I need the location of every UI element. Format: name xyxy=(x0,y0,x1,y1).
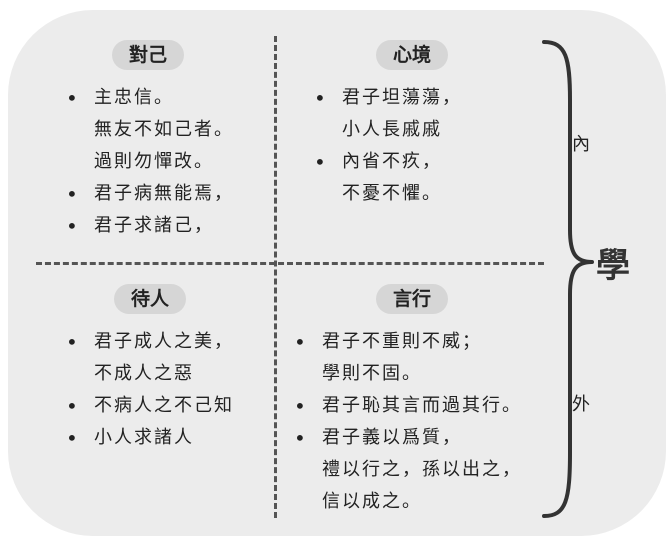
item-line: 禮以行之，孫以出之， xyxy=(322,459,522,480)
list-item: 不病人之不己知 xyxy=(66,390,234,422)
item-line: 主忠信。 xyxy=(94,87,174,108)
quadrant-list-mind: 君子坦蕩蕩， 小人長戚戚 內省不疚， 不憂不懼。 xyxy=(314,82,462,210)
item-line: 君子不重則不威； xyxy=(322,331,482,352)
quadrant-title-mind: 心境 xyxy=(376,40,448,70)
item-line: 內省不疚， xyxy=(342,151,442,172)
quadrant-title-others: 待人 xyxy=(114,284,186,314)
item-line: 君子義以爲質， xyxy=(322,427,462,448)
list-item: 小人求諸人 xyxy=(66,422,234,454)
item-line: 小人長戚戚 xyxy=(342,119,442,140)
list-item: 君子義以爲質， 禮以行之，孫以出之， 信以成之。 xyxy=(294,422,522,518)
item-line: 信以成之。 xyxy=(322,491,422,512)
item-line: 過則勿憚改。 xyxy=(94,151,214,172)
quadrant-title-conduct: 言行 xyxy=(376,284,448,314)
item-line: 學則不固。 xyxy=(322,363,422,384)
item-line: 君子求諸己， xyxy=(94,215,214,236)
vertical-divider xyxy=(274,36,277,518)
curly-brace xyxy=(542,40,594,518)
list-item: 主忠信。 無友不如己者。 過則勿憚改。 xyxy=(66,82,234,178)
item-line: 君子病無能焉， xyxy=(94,183,234,204)
quadrant-list-others: 君子成人之美， 不成人之惡 不病人之不己知 小人求諸人 xyxy=(66,326,234,454)
quadrant-list-conduct: 君子不重則不威； 學則不固。 君子恥其言而過其行。 君子義以爲質， 禮以行之，孫… xyxy=(294,326,522,518)
inner-label: 內 xyxy=(572,134,590,155)
list-item: 君子成人之美， 不成人之惡 xyxy=(66,326,234,390)
item-line: 不成人之惡 xyxy=(94,363,194,384)
list-item: 君子恥其言而過其行。 xyxy=(294,390,522,422)
item-line: 君子坦蕩蕩， xyxy=(342,87,462,108)
horizontal-divider xyxy=(36,262,544,265)
item-line: 小人求諸人 xyxy=(94,427,194,448)
list-item: 君子病無能焉， xyxy=(66,178,234,210)
item-line: 君子成人之美， xyxy=(94,331,234,352)
item-line: 無友不如己者。 xyxy=(94,119,234,140)
outer-label: 外 xyxy=(572,394,590,415)
list-item: 君子不重則不威； 學則不固。 xyxy=(294,326,522,390)
list-item: 君子坦蕩蕩， 小人長戚戚 xyxy=(314,82,462,146)
list-item: 內省不疚， 不憂不懼。 xyxy=(314,146,462,210)
item-line: 不病人之不己知 xyxy=(94,395,234,416)
item-line: 不憂不懼。 xyxy=(342,183,442,204)
item-line: 君子恥其言而過其行。 xyxy=(322,395,522,416)
learning-label: 學 xyxy=(596,246,630,286)
quadrant-title-self: 對己 xyxy=(112,40,184,70)
quadrant-list-self: 主忠信。 無友不如己者。 過則勿憚改。 君子病無能焉， 君子求諸己， xyxy=(66,82,234,242)
list-item: 君子求諸己， xyxy=(66,210,234,242)
